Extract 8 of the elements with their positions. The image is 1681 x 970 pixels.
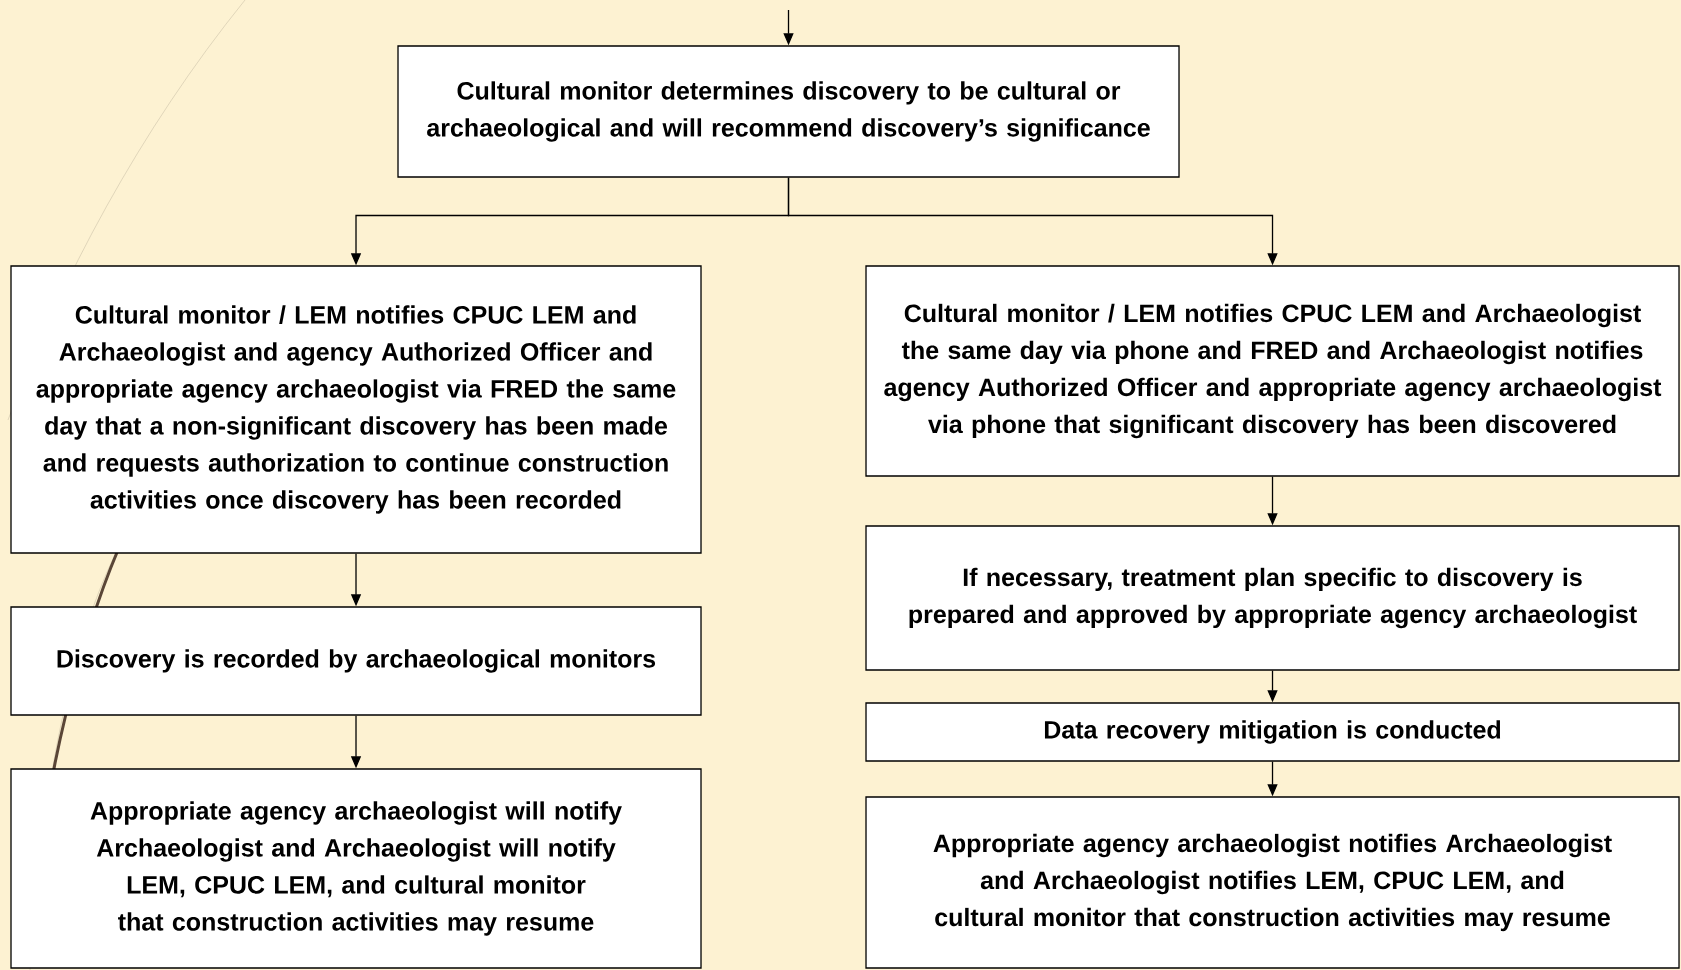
- process-box: Data recovery mitigation is conducted: [865, 702, 1680, 762]
- process-box: Discovery is recorded by archaeological monitors: [10, 606, 702, 716]
- process-box: Cultural monitor / LEM notifies CPUC LEM and Archaeologist the same day via phone and FRED and Archaeologist notifies agency Authorized Officer and appropriate agency archaeologist via phone that significant discovery has been discovered: [865, 265, 1680, 477]
- process-box: Appropriate agency archaeologist will notify Archaeologist and Archaeologist will notify LEM, CPUC LEM, and cultural monitor that construction activities may resume: [10, 768, 702, 969]
- process-box: Appropriate agency archaeologist notifies Archaeologist and Archaeologist notifies LEM, CPUC LEM, and cultural monitor that construction activities may resume: [865, 796, 1680, 969]
- process-box: Cultural monitor determines discovery to be cultural or archaeological and will recommend discovery’s significance: [397, 45, 1180, 178]
- process-box: Cultural monitor / LEM notifies CPUC LEM and Archaeologist and agency Authorized Officer and appropriate agency archaeologist via FRED the same day that a non-significant discovery has been made and requests authorization to continue construction activities once discovery has been recorded: [10, 265, 702, 554]
- process-box: If necessary, treatment plan specific to discovery is prepared and approved by appropriate agency archaeologist: [865, 525, 1680, 671]
